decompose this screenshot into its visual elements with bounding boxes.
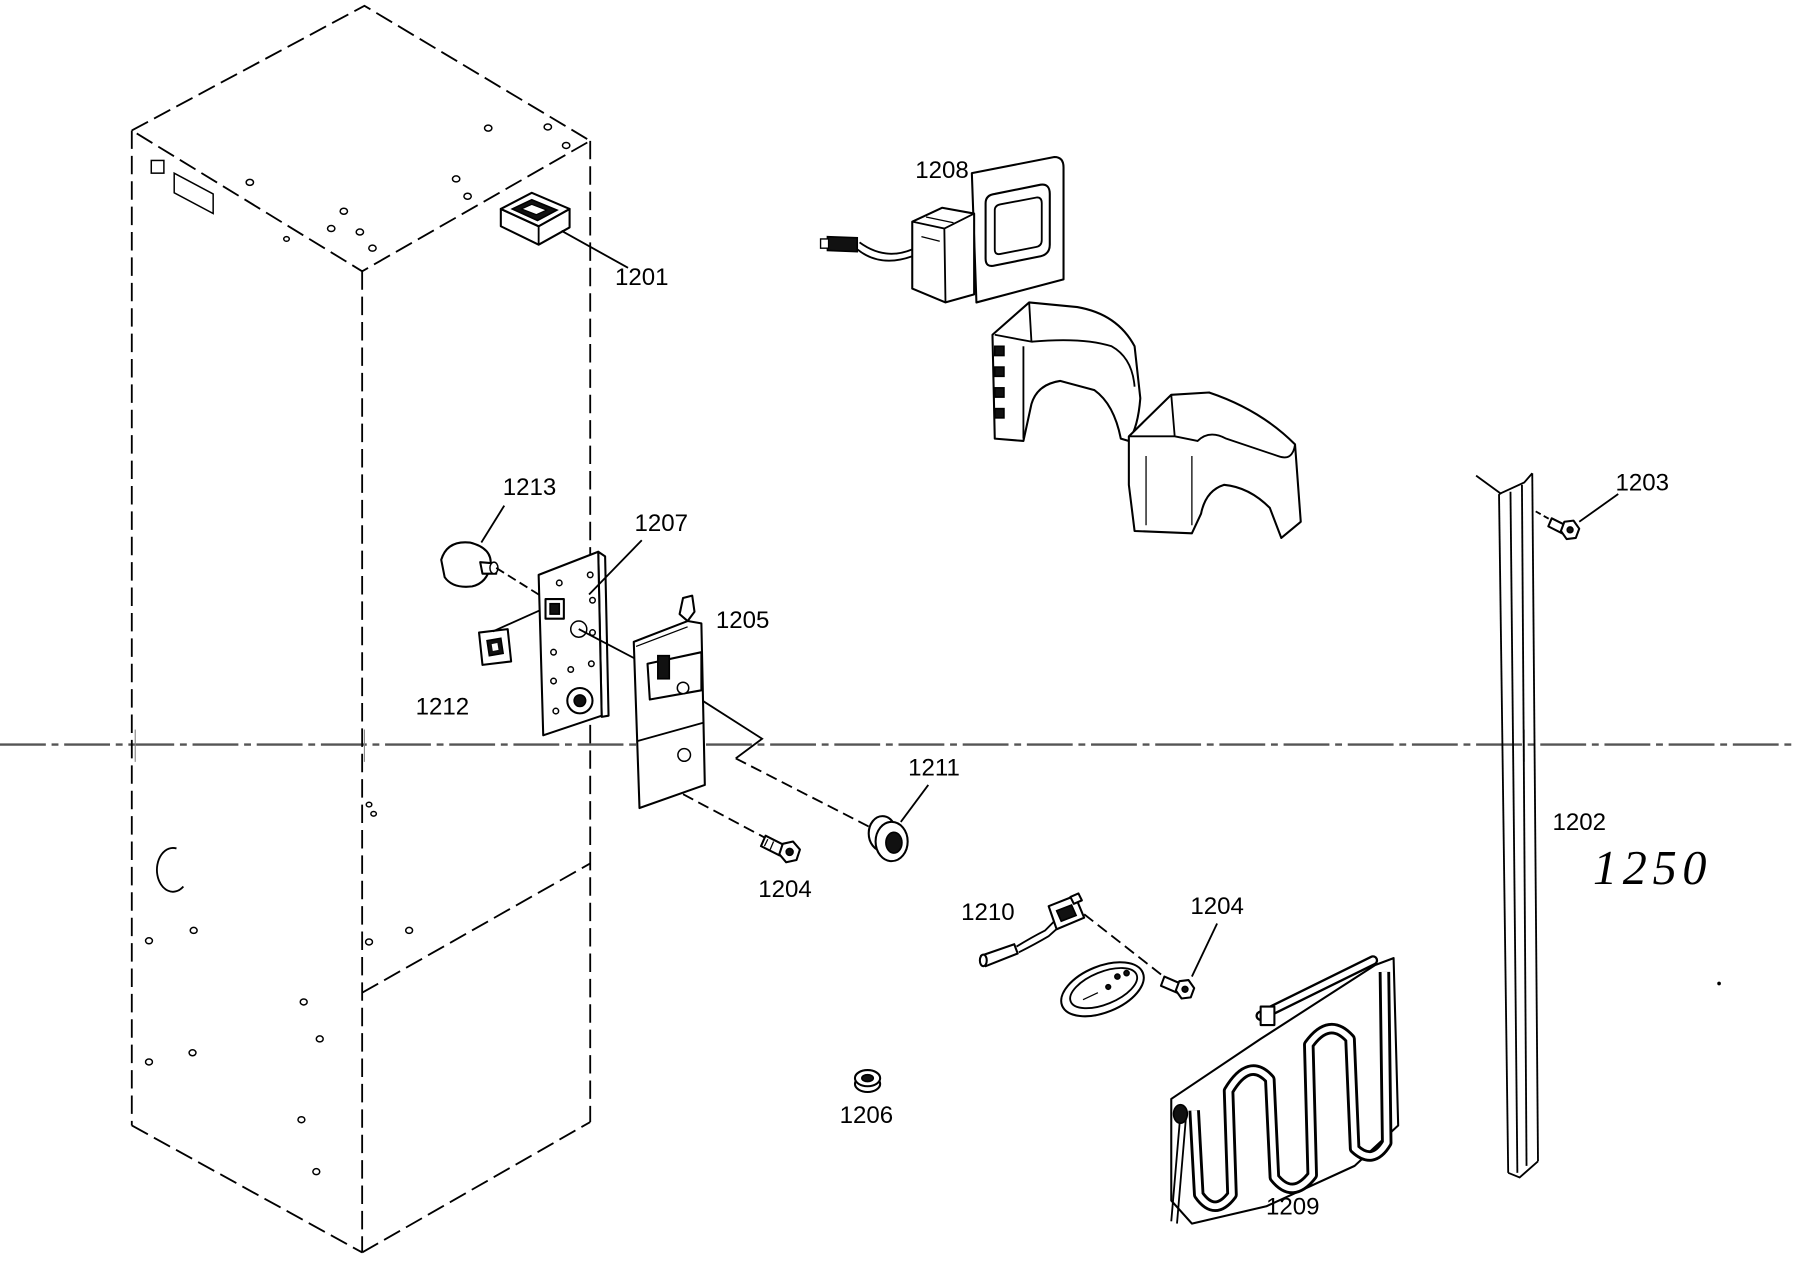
callout-1204-left: 1204: [758, 876, 812, 903]
center-line: [0, 729, 1797, 762]
leader-1211: [900, 784, 930, 823]
part-1207-plate: [537, 550, 610, 737]
callout-1209: 1209: [1266, 1193, 1320, 1220]
screw-axis-line-left: [682, 793, 766, 839]
callout-1210: 1210: [961, 899, 1015, 926]
foam-block-upper: [991, 301, 1142, 442]
part-1212-pad: [478, 628, 513, 666]
callout-1213: 1213: [503, 474, 557, 501]
callout-1208: 1208: [915, 157, 969, 184]
part-1205-bracket: [632, 594, 706, 810]
callout-1206: 1206: [840, 1102, 894, 1129]
cabinet-top-holes: [150, 123, 571, 252]
callout-1201: 1201: [615, 264, 669, 291]
callout-1207: 1207: [635, 510, 689, 537]
foam-block-lower: [1127, 391, 1302, 539]
bushing-axis-line: [735, 757, 874, 830]
callout-1212: 1212: [416, 693, 470, 720]
screw-axis-line-1203: [1535, 510, 1555, 523]
handwritten-note: 1250: [1593, 842, 1712, 895]
leader-1204-right: [1191, 923, 1218, 977]
knob-to-plate-line: [495, 567, 549, 602]
part-1213-knob: [440, 541, 499, 588]
part-1208-housing: [911, 155, 1065, 304]
sensor-axis-line: [1083, 913, 1168, 980]
part-1202-channel: [1475, 472, 1539, 1179]
part-1201-fitting: [499, 191, 571, 246]
leader-1203: [1578, 493, 1619, 523]
pad-to-plate-line: [492, 607, 545, 633]
cabinet-side-holes: [144, 801, 414, 1176]
part-1208-wire: [819, 235, 913, 262]
leader-1207: [588, 539, 643, 596]
callout-1204-right: 1204: [1190, 893, 1244, 920]
callout-1203: 1203: [1616, 470, 1670, 497]
part-1211-bushing: [867, 815, 909, 863]
sensor-cover: [1060, 961, 1145, 1018]
bracket-to-bushing-line: [702, 699, 764, 760]
part-1206-nut: [853, 1069, 882, 1094]
callout-1202: 1202: [1552, 809, 1606, 836]
part-1209-heater: [1170, 955, 1400, 1225]
part-1204-screw-right: [1159, 975, 1196, 1000]
leader-1201: [561, 230, 629, 269]
callout-1211: 1211: [908, 755, 960, 782]
stray-mark: [1717, 981, 1721, 986]
leader-1213: [480, 505, 506, 544]
callout-1205: 1205: [716, 607, 770, 634]
part-1204-screw-left: [759, 834, 801, 864]
part-1210-sensor: [978, 892, 1086, 968]
part-1203-screw: [1547, 517, 1581, 541]
